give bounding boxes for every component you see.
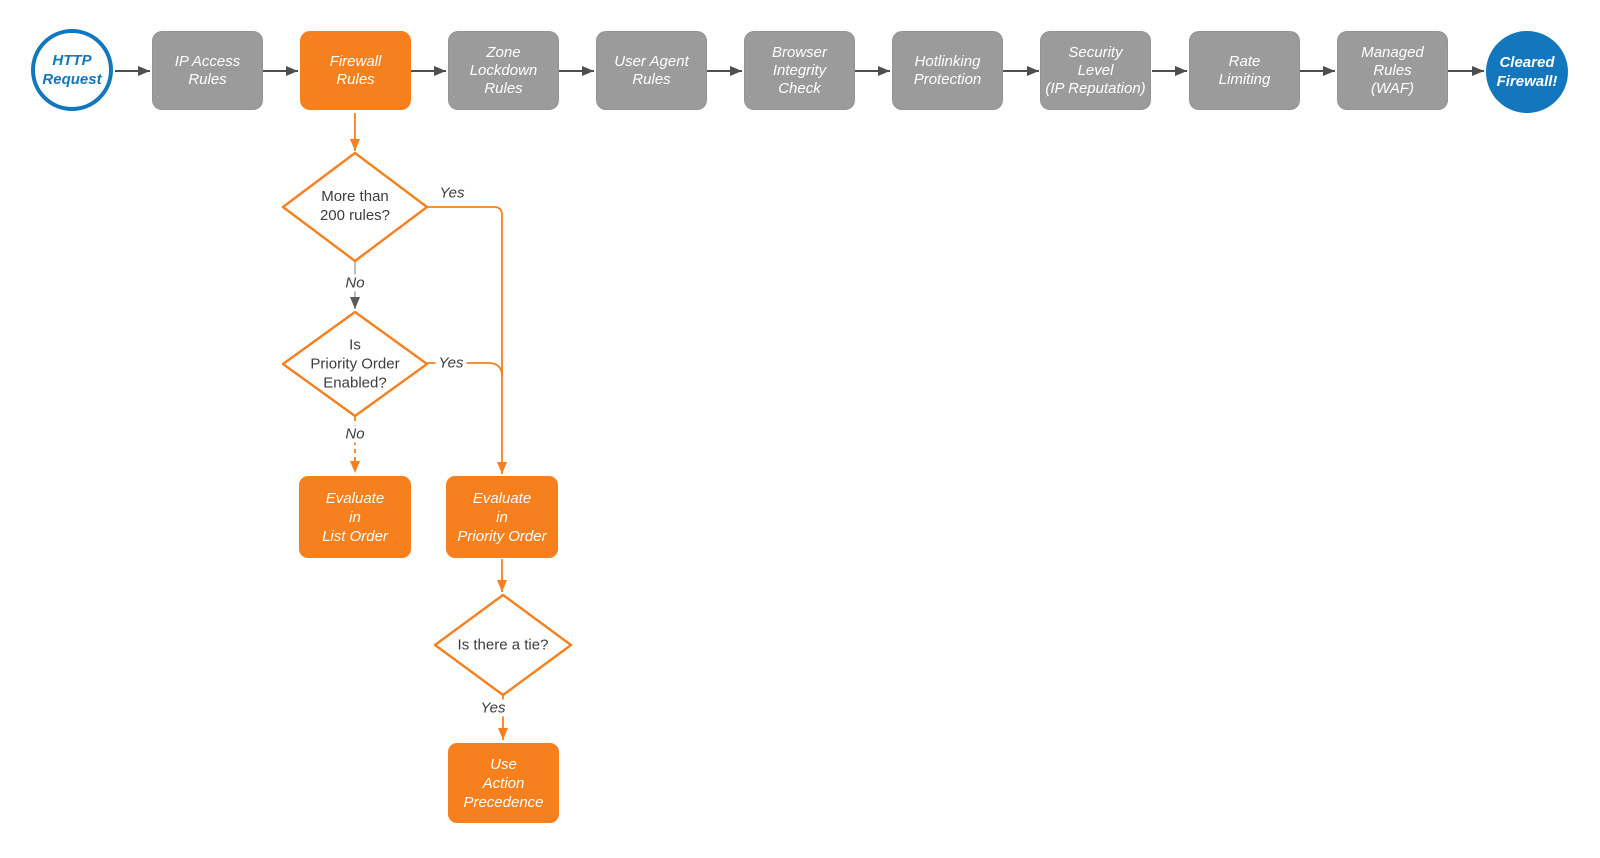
end-node-label: Cleared Firewall! <box>1496 54 1558 90</box>
decision-tie-question: Is there a tie? <box>457 636 549 654</box>
stage-user-agent-rules: User Agent Rules <box>596 31 707 110</box>
edge-label-priority-no: No <box>342 425 368 443</box>
edge-label-rules-yes: Yes <box>436 184 468 202</box>
edge-label-rules-no: No <box>342 274 368 292</box>
stage-ip-access-rules: IP Access Rules <box>152 31 263 110</box>
stage-label: Browser Integrity Check <box>771 43 827 97</box>
stage-hotlinking-protection: Hotlinking Protection <box>892 31 1003 110</box>
edge-label-priority-yes: Yes <box>435 354 467 372</box>
stage-zone-lockdown-rules: Zone Lockdown Rules <box>448 31 559 110</box>
stage-label: Hotlinking Protection <box>913 52 982 88</box>
connector-yes-priority-enabled-merge <box>427 362 503 377</box>
end-node-cleared-firewall: Cleared Firewall! <box>1486 31 1568 113</box>
stage-browser-integrity-check: Browser Integrity Check <box>744 31 855 110</box>
edge-label-tie-yes: Yes <box>477 699 509 717</box>
action-label: Evaluate in Priority Order <box>457 489 547 545</box>
action-label: Use Action Precedence <box>463 755 544 811</box>
stage-label: User Agent Rules <box>614 52 689 88</box>
connector-yes-rules-to-priority-order <box>427 206 507 474</box>
stage-label: Rate Limiting <box>1218 52 1271 88</box>
action-label: Evaluate in List Order <box>322 489 388 545</box>
start-node-http-request: HTTP Request <box>31 29 113 111</box>
stage-managed-rules-waf: Managed Rules (WAF) <box>1337 31 1448 110</box>
stage-label: Managed Rules (WAF) <box>1361 43 1424 97</box>
action-evaluate-list-order: Evaluate in List Order <box>299 476 411 558</box>
decision-priority-enabled-question: Is Priority Order Enabled? <box>310 336 400 392</box>
decision-tie-shape <box>433 593 573 697</box>
decision-priority-enabled-shape <box>281 310 429 418</box>
stage-rate-limiting: Rate Limiting <box>1189 31 1300 110</box>
start-node-label: HTTP Request <box>42 52 102 88</box>
action-use-action-precedence: Use Action Precedence <box>448 743 559 823</box>
stage-label: Zone Lockdown Rules <box>469 43 538 97</box>
stage-security-level: Security Level (IP Reputation) <box>1040 31 1151 110</box>
decision-rules-count-question: More than 200 rules? <box>319 188 391 224</box>
decision-rules-count-shape <box>281 151 429 263</box>
stage-label: IP Access Rules <box>174 52 241 88</box>
stage-label: Firewall Rules <box>329 52 382 88</box>
stage-firewall-rules: Firewall Rules <box>300 31 411 110</box>
action-evaluate-priority-order: Evaluate in Priority Order <box>446 476 558 558</box>
stage-label: Security Level (IP Reputation) <box>1045 43 1146 97</box>
